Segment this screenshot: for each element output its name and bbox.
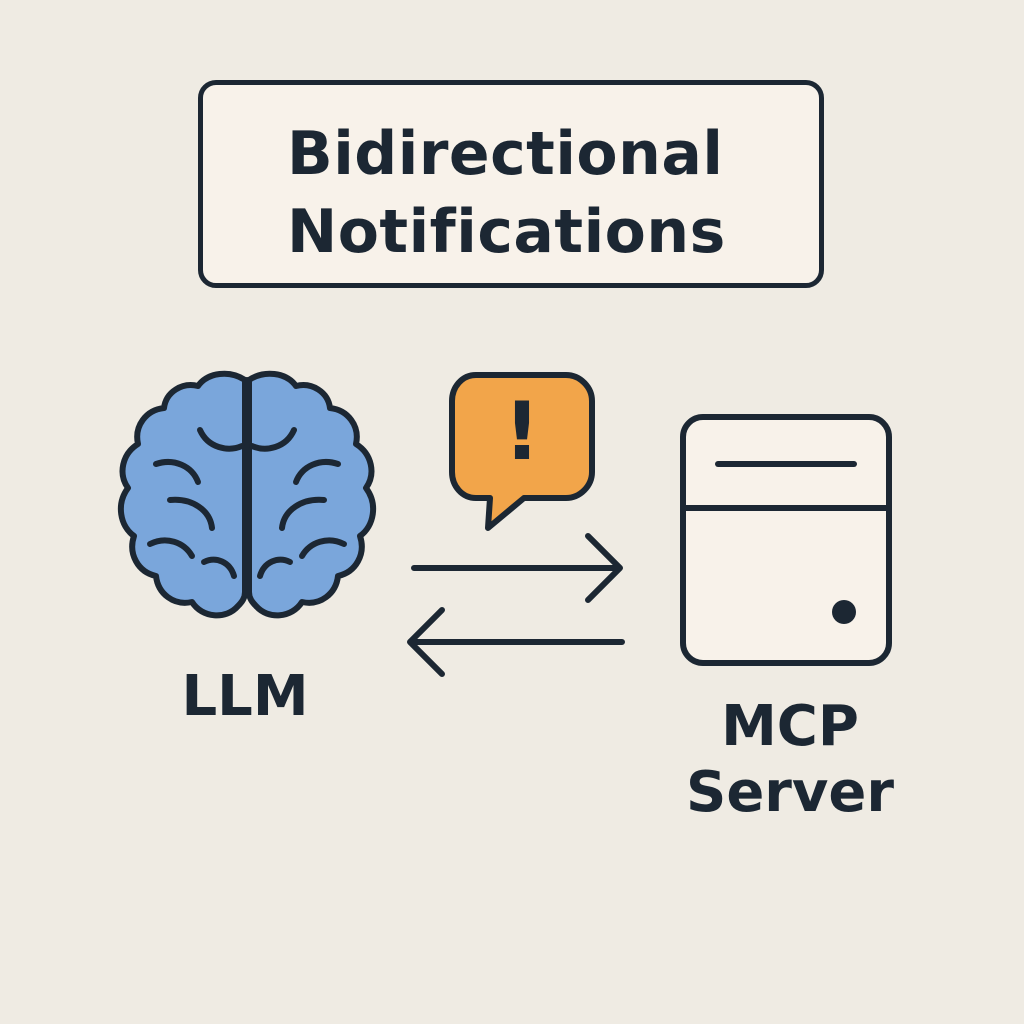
title-line-2: Notifications xyxy=(287,197,726,267)
mcp-server-label: MCP Server xyxy=(660,694,920,826)
brain-icon xyxy=(117,370,377,619)
alert-symbol: ! xyxy=(503,385,541,478)
llm-label: LLM xyxy=(181,664,309,729)
title-line-1: Bidirectional xyxy=(287,119,724,189)
mcp-server-label-line-2: Server xyxy=(685,760,895,825)
diagram-title: Bidirectional Notifications xyxy=(287,115,726,271)
mcp-server-label-line-1: MCP xyxy=(721,694,859,759)
title-box: Bidirectional Notifications xyxy=(198,80,824,288)
server-icon xyxy=(680,414,892,666)
arrow-left-icon xyxy=(407,607,625,677)
alert-speech-bubble-icon xyxy=(449,372,595,531)
arrow-right-icon xyxy=(411,533,623,603)
